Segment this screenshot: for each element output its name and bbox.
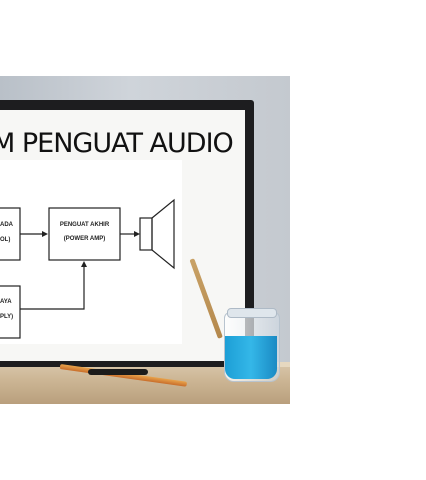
block-diagram bbox=[0, 198, 175, 339]
block-power-amp bbox=[48, 207, 121, 261]
arrowhead-supply bbox=[81, 261, 87, 267]
block-preamp bbox=[0, 207, 21, 261]
arrowhead-to-speaker bbox=[134, 231, 140, 237]
speaker-icon bbox=[139, 198, 175, 270]
diagram-title: M PENGUAT AUDIO bbox=[0, 128, 234, 159]
block-power-supply-label-1: AYA bbox=[0, 299, 12, 305]
block-preamp-label-1: ADA bbox=[0, 222, 13, 228]
pen-icon bbox=[88, 369, 148, 375]
supply-line bbox=[20, 266, 85, 310]
diagram-paper bbox=[0, 160, 182, 344]
block-power-amp-label-1: PENGUAT AKHIR bbox=[59, 222, 110, 228]
block-power-amp-label-2: (POWER AMP) bbox=[63, 236, 106, 242]
jar-water bbox=[225, 336, 277, 379]
block-preamp-label-2: OL) bbox=[0, 237, 11, 243]
block-power-supply bbox=[0, 285, 21, 339]
block-power-supply-label-2: PLY) bbox=[0, 314, 14, 320]
jar-rim bbox=[227, 308, 277, 318]
arrowhead-to-power-amp bbox=[42, 231, 48, 237]
